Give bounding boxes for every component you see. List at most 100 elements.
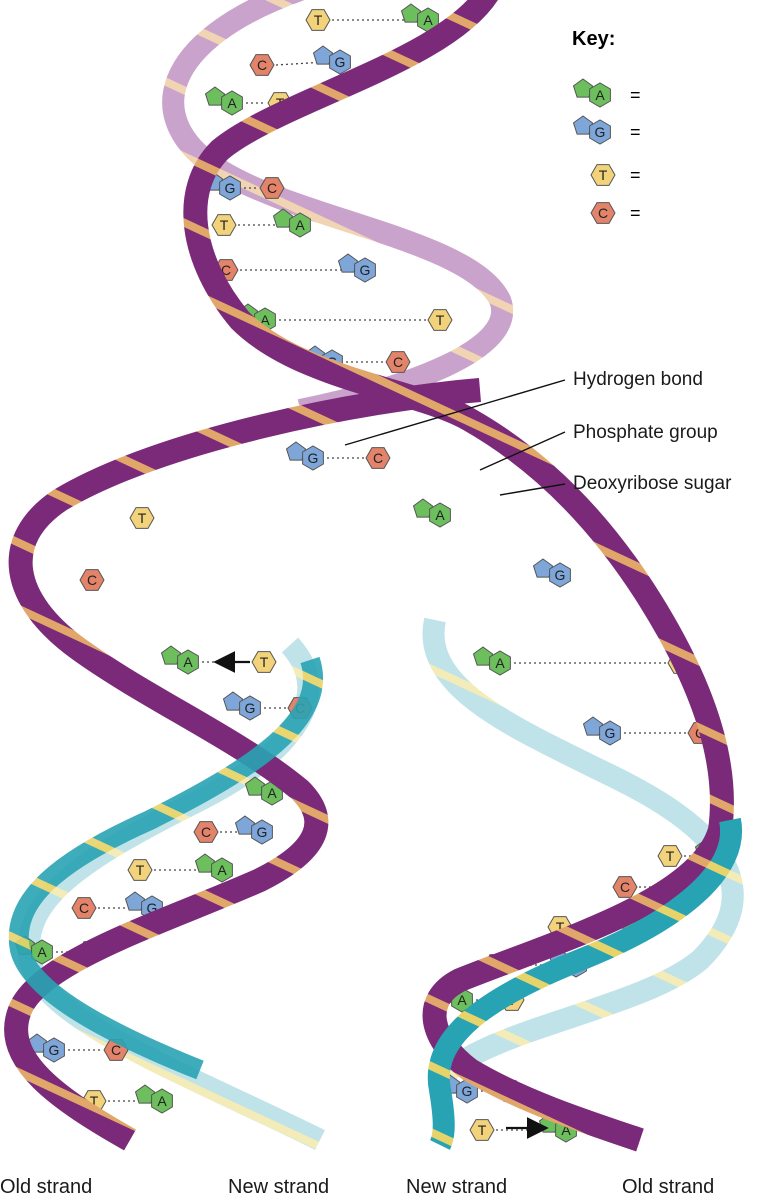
base-G-16r: G	[234, 815, 273, 845]
base-C-11l: C	[79, 569, 105, 591]
base-letter-T: T	[220, 217, 229, 233]
base-T-24l: T	[657, 845, 683, 867]
callout-lines	[344, 379, 566, 496]
base-T-17l: T	[127, 859, 153, 881]
base-T-6r: T	[427, 309, 453, 331]
base-T-0l: T	[305, 9, 331, 31]
base-G-key1: G	[572, 115, 611, 145]
base-C-8r: C	[365, 447, 391, 469]
base-C-16l: C	[193, 821, 219, 843]
base-A-2l: A	[204, 86, 243, 116]
base-letter-A: A	[267, 785, 277, 801]
base-letter-A: A	[227, 95, 237, 111]
base-letter-G: G	[49, 1042, 60, 1058]
base-C-25l: C	[612, 876, 638, 898]
base-letter-A: A	[157, 1093, 167, 1109]
right-old-strand-label: Old strand	[622, 1176, 715, 1198]
base-letter-G: G	[225, 180, 236, 196]
base-letter-C: C	[373, 450, 383, 466]
key-equals-T: =	[630, 165, 641, 185]
base-letter-A: A	[295, 217, 305, 233]
base-letter-C: C	[393, 354, 403, 370]
base-letter-C: C	[79, 900, 89, 916]
base-letter-A: A	[217, 862, 227, 878]
base-G-14l: G	[222, 691, 261, 721]
base-letter-G: G	[605, 725, 616, 741]
base-letter-A: A	[183, 654, 193, 670]
base-G-20l: G	[26, 1033, 65, 1063]
base-letter-A: A	[260, 312, 270, 328]
hydrogen-bond-label: Hydrogen bond	[573, 369, 703, 390]
base-A-17r: A	[194, 853, 233, 883]
base-T-key2: T	[590, 164, 616, 186]
base-letter-G: G	[257, 824, 268, 840]
base-letter-C: C	[257, 57, 267, 73]
base-letter-A: A	[561, 1122, 571, 1138]
base-letter-A: A	[37, 944, 47, 960]
base-A-0r: A	[400, 3, 439, 33]
base-A-13l: A	[160, 645, 199, 675]
key-equals-G: =	[630, 122, 641, 142]
base-T-4l: T	[211, 214, 237, 236]
base-A-key0: A	[572, 78, 611, 108]
base-G-5r: G	[337, 253, 376, 283]
base-letter-G: G	[335, 54, 346, 70]
base-letter-C: C	[598, 205, 608, 221]
base-letter-T: T	[556, 919, 565, 935]
phosphate-group-label: Phosphate group	[573, 422, 718, 443]
new-strand-front-left	[8, 656, 324, 1080]
base-A-22l: A	[472, 646, 511, 676]
base-T-30l: T	[469, 1119, 495, 1141]
base-letter-C: C	[620, 879, 630, 895]
base-letter-G: G	[308, 450, 319, 466]
base-G-1r: G	[312, 45, 351, 75]
key-legend: A = G = T = C =	[572, 78, 641, 224]
base-letter-C: C	[87, 572, 97, 588]
deoxyribose-sugar-label: Deoxyribose sugar	[573, 473, 732, 494]
base-letter-A: A	[595, 87, 605, 103]
base-letter-G: G	[555, 567, 566, 583]
base-letter-C: C	[221, 262, 231, 278]
base-letter-G: G	[245, 700, 256, 716]
base-letter-C: C	[111, 1042, 121, 1058]
base-C-18l: C	[71, 897, 97, 919]
base-letter-T: T	[90, 1093, 99, 1109]
base-letter-T: T	[314, 12, 323, 28]
base-C-1l: C	[249, 54, 275, 76]
front-strands	[4, 0, 743, 1152]
base-T-13r: T	[251, 651, 277, 673]
base-letter-T: T	[136, 862, 145, 878]
base-letter-T: T	[436, 312, 445, 328]
new-strand-front-right	[427, 817, 743, 1150]
base-G-8l: G	[285, 441, 324, 471]
old-strand-back-top	[162, 0, 514, 421]
base-letter-A: A	[495, 655, 505, 671]
base-A-10r: A	[412, 498, 451, 528]
base-letter-C: C	[267, 180, 277, 196]
key-equals-A: =	[630, 85, 641, 105]
base-G-12r: G	[532, 558, 571, 588]
base-letter-G: G	[147, 900, 158, 916]
base-C-3r: C	[259, 177, 285, 199]
hydrogen-bond-leader	[344, 379, 566, 446]
left-old-strand-label: Old strand	[0, 1176, 93, 1198]
old-strand-front-main	[183, 0, 734, 1152]
base-letter-T: T	[599, 167, 608, 183]
base-A-4r: A	[272, 208, 311, 238]
phosphate-group-leader	[479, 431, 566, 471]
base-letter-G: G	[595, 124, 606, 140]
base-letter-A: A	[457, 992, 467, 1008]
base-letter-G: G	[360, 262, 371, 278]
base-letter-T: T	[138, 510, 147, 526]
base-A-21r: A	[134, 1084, 173, 1114]
base-letter-T: T	[666, 848, 675, 864]
key-equals-C: =	[630, 203, 641, 223]
key-title: Key:	[572, 28, 616, 50]
deoxyribose-sugar-leader	[499, 483, 566, 496]
base-letter-G: G	[462, 1083, 473, 1099]
base-letter-T: T	[260, 654, 269, 670]
base-G-23l: G	[582, 716, 621, 746]
base-C-key3: C	[590, 202, 616, 224]
base-T-9l: T	[129, 507, 155, 529]
